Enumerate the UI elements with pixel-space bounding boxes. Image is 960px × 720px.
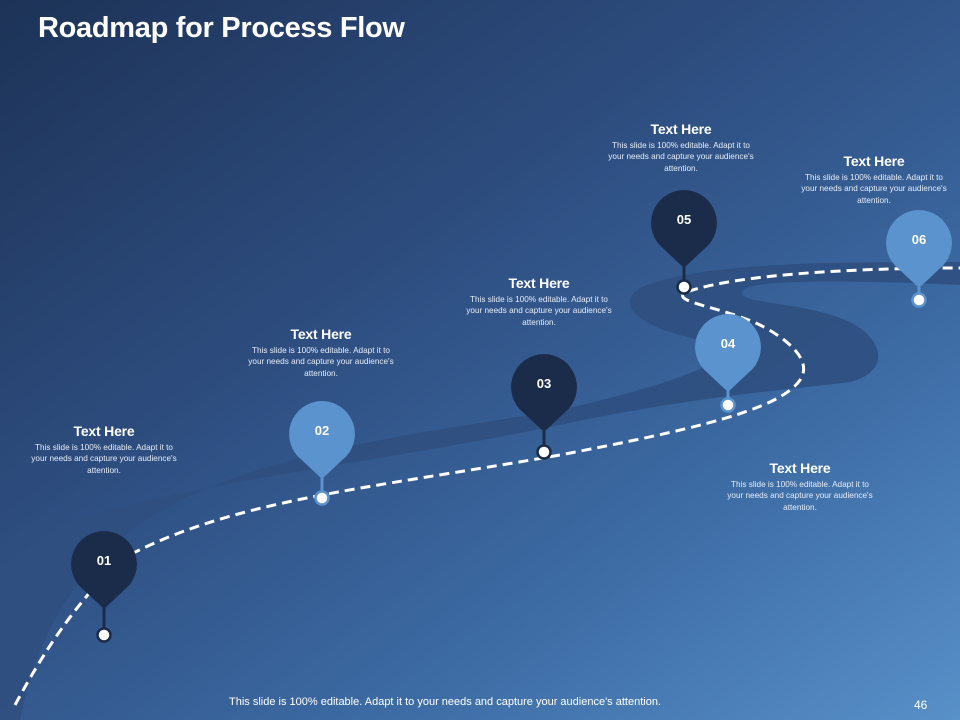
location-pin-light-icon	[886, 210, 952, 308]
step-03-body: This slide is 100% editable. Adapt it to…	[466, 295, 612, 327]
step-04-body: This slide is 100% editable. Adapt it to…	[727, 480, 873, 512]
step-05-number: 05	[676, 212, 692, 227]
page-number: 46	[914, 698, 928, 712]
footer-note: This slide is 100% editable. Adapt it to…	[229, 696, 661, 708]
step-03-text: Text Here This slide is 100% editable. A…	[464, 275, 614, 328]
step-04-number: 04	[720, 336, 736, 351]
step-06-number: 06	[911, 232, 927, 247]
step-02-heading: Text Here	[290, 326, 352, 342]
location-pin-dark-icon	[511, 354, 577, 460]
step-05-heading: Text Here	[650, 121, 712, 137]
location-pin-dark-icon	[651, 190, 717, 295]
step-06-heading: Text Here	[843, 153, 905, 169]
step-04-text: Text Here This slide is 100% editable. A…	[725, 460, 875, 513]
step-02-body: This slide is 100% editable. Adapt it to…	[248, 346, 394, 378]
step-01-body: This slide is 100% editable. Adapt it to…	[31, 443, 177, 475]
step-01-marker: 01	[71, 531, 137, 643]
step-01-heading: Text Here	[73, 423, 135, 439]
step-05-marker: 05	[651, 190, 717, 302]
step-06-marker: 06	[886, 210, 952, 322]
step-02-marker: 02	[289, 401, 355, 513]
location-pin-light-icon	[289, 401, 355, 506]
step-06-body: This slide is 100% editable. Adapt it to…	[801, 173, 947, 205]
step-01-text: Text Here This slide is 100% editable. A…	[29, 423, 179, 476]
step-02-text: Text Here This slide is 100% editable. A…	[246, 326, 396, 379]
slide-title: Roadmap for Process Flow	[38, 12, 405, 44]
step-02-number: 02	[314, 423, 330, 438]
step-06-text: Text Here This slide is 100% editable. A…	[799, 153, 949, 206]
step-05-body: This slide is 100% editable. Adapt it to…	[608, 141, 754, 173]
step-01-number: 01	[96, 553, 112, 568]
step-03-heading: Text Here	[508, 275, 570, 291]
step-04-heading: Text Here	[769, 460, 831, 476]
step-03-number: 03	[536, 376, 552, 391]
step-03-marker: 03	[511, 354, 577, 466]
road-center-dashed-line	[13, 266, 960, 706]
location-pin-dark-icon	[71, 531, 137, 643]
step-05-text: Text Here This slide is 100% editable. A…	[606, 121, 756, 174]
location-pin-light-icon	[695, 314, 761, 413]
step-04-marker: 04	[695, 314, 761, 426]
